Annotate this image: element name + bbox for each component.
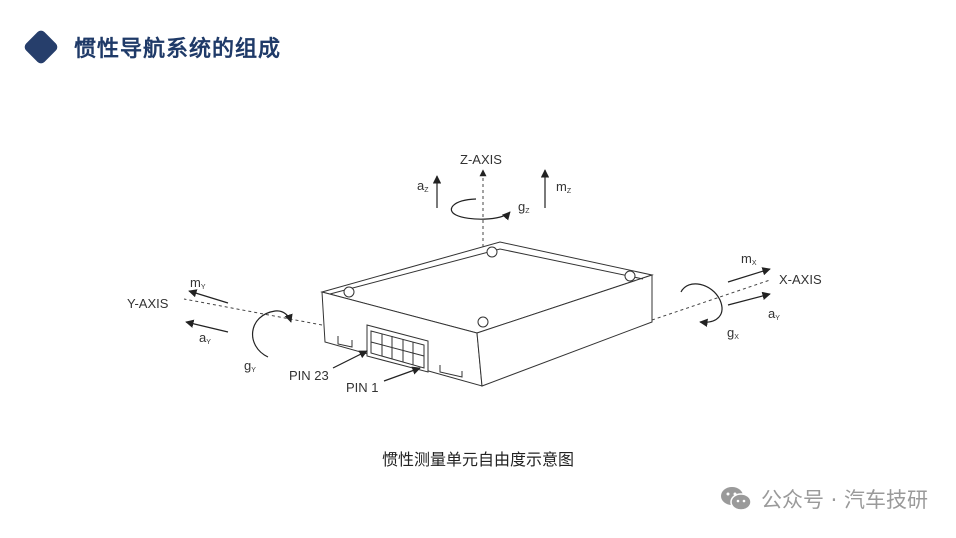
gy-label: gY (244, 358, 256, 374)
pin1-arrow (383, 366, 421, 382)
wechat-icon (720, 487, 752, 511)
mount-hole (486, 246, 498, 258)
ay-left-label: aY (199, 330, 211, 346)
x-axis-group: X-AXIS mX aY gX (680, 251, 822, 341)
mount-hole (343, 286, 355, 298)
mz-label: mZ (556, 179, 572, 195)
ay-left-arrow (185, 319, 229, 333)
mx-label: mX (741, 251, 757, 267)
watermark: 公众号 · 汽车技研 (719, 484, 928, 514)
z-axis-group: Z-AXIS aZ mZ gZ (417, 152, 572, 221)
pin1-label: PIN 1 (346, 380, 379, 395)
y-axis-group: Y-AXIS mY aY gY (127, 275, 293, 374)
y-axis-label: Y-AXIS (127, 296, 169, 311)
imu-top-bevel (329, 248, 644, 295)
imu-box (320, 241, 654, 387)
page-title: 惯性导航系统的组成 (74, 37, 282, 62)
imu-side-face (476, 274, 653, 387)
figure-caption: 惯性测量单元自由度示意图 (381, 450, 574, 469)
watermark-text: 公众号 · 汽车技研 (760, 488, 928, 512)
my-arrow (188, 289, 229, 304)
gz-label: gZ (518, 199, 530, 215)
z-axis-label: Z-AXIS (460, 152, 502, 167)
gz-rotation-arrow (450, 198, 511, 221)
mount-hole (477, 316, 489, 328)
y-axis-line (183, 298, 323, 326)
connector (366, 324, 429, 373)
ay-right-arrow (727, 291, 771, 306)
gx-label: gX (727, 325, 739, 341)
pin23-label: PIN 23 (289, 368, 329, 383)
x-axis-label: X-AXIS (779, 272, 822, 287)
pin-callouts: PIN 23 PIN 1 (289, 350, 421, 395)
pin23-arrow (332, 350, 368, 369)
gy-rotation-arrow (252, 310, 293, 358)
mx-arrow (727, 267, 771, 283)
x-axis-line (651, 279, 771, 321)
gx-rotation-arrow (680, 283, 723, 328)
slide-header: 惯性导航系统的组成 (22, 28, 282, 66)
mount-hole (624, 270, 636, 282)
az-label: aZ (417, 178, 429, 194)
ay-right-label: aY (768, 306, 780, 322)
my-label: mY (190, 275, 206, 291)
